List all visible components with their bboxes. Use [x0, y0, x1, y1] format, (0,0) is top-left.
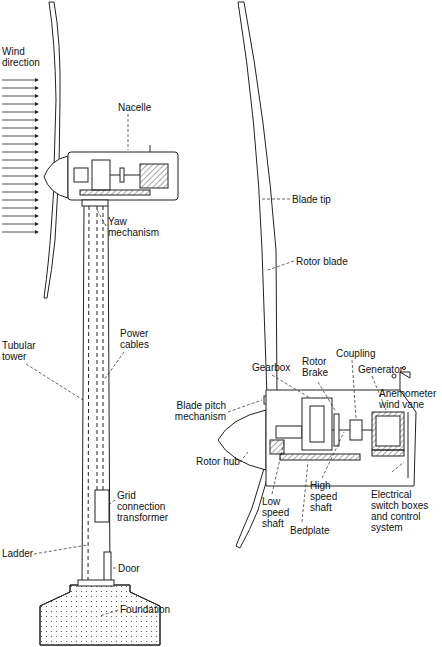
part-label: Rotor blade — [296, 256, 348, 267]
wind-arrow — [2, 232, 38, 233]
wind-arrow — [2, 224, 38, 225]
part-label: Grid connection transformer — [117, 490, 181, 523]
wind-arrow — [2, 136, 38, 137]
wind-arrow — [2, 80, 38, 81]
part-label: Rotor Brake — [302, 356, 336, 378]
wind-arrow — [2, 168, 38, 169]
part-label: Generator — [358, 364, 403, 375]
wind-arrow — [2, 192, 38, 193]
leader-lines — [26, 114, 404, 616]
part-label: Power cables — [120, 328, 166, 350]
small-turbine — [40, 2, 178, 645]
wind-arrow — [2, 200, 38, 201]
enlarged-nacelle — [218, 2, 416, 548]
part-label: Wind direction — [2, 46, 52, 68]
part-label: Yaw mechanism — [108, 216, 164, 238]
wind-arrow — [2, 112, 38, 113]
wind-arrow — [2, 88, 38, 89]
part-label: Gearbox — [252, 362, 290, 373]
part-label: Electrical switch boxes and control syst… — [371, 489, 439, 533]
part-label: Nacelle — [118, 102, 151, 113]
wind-arrow — [2, 128, 38, 129]
wind-arrow — [2, 184, 38, 185]
wind-arrow — [2, 144, 38, 145]
part-label: Tubular tower — [2, 340, 44, 362]
part-label: Blade pitch mechanism — [150, 400, 226, 422]
wind-arrow — [2, 208, 38, 209]
part-label: Anemometer wind vane — [379, 388, 439, 410]
wind-arrow — [2, 96, 38, 97]
wind-arrow — [2, 120, 38, 121]
wind-arrows — [2, 80, 38, 232]
part-label: Coupling — [336, 348, 375, 359]
part-label: Blade tip — [292, 194, 331, 205]
wind-arrow — [2, 160, 38, 161]
part-label: High speed shaft — [310, 480, 352, 513]
wind-arrow — [2, 216, 38, 217]
part-label: Door — [118, 563, 140, 574]
part-label: Foundation — [120, 604, 170, 615]
part-label: Bedplate — [290, 525, 329, 536]
part-label: Ladder — [2, 548, 33, 559]
part-label: Low speed shaft — [262, 496, 304, 529]
wind-arrow — [2, 152, 38, 153]
part-label: Rotor hub — [196, 456, 240, 467]
wind-arrow — [2, 104, 38, 105]
wind-arrow — [2, 176, 38, 177]
